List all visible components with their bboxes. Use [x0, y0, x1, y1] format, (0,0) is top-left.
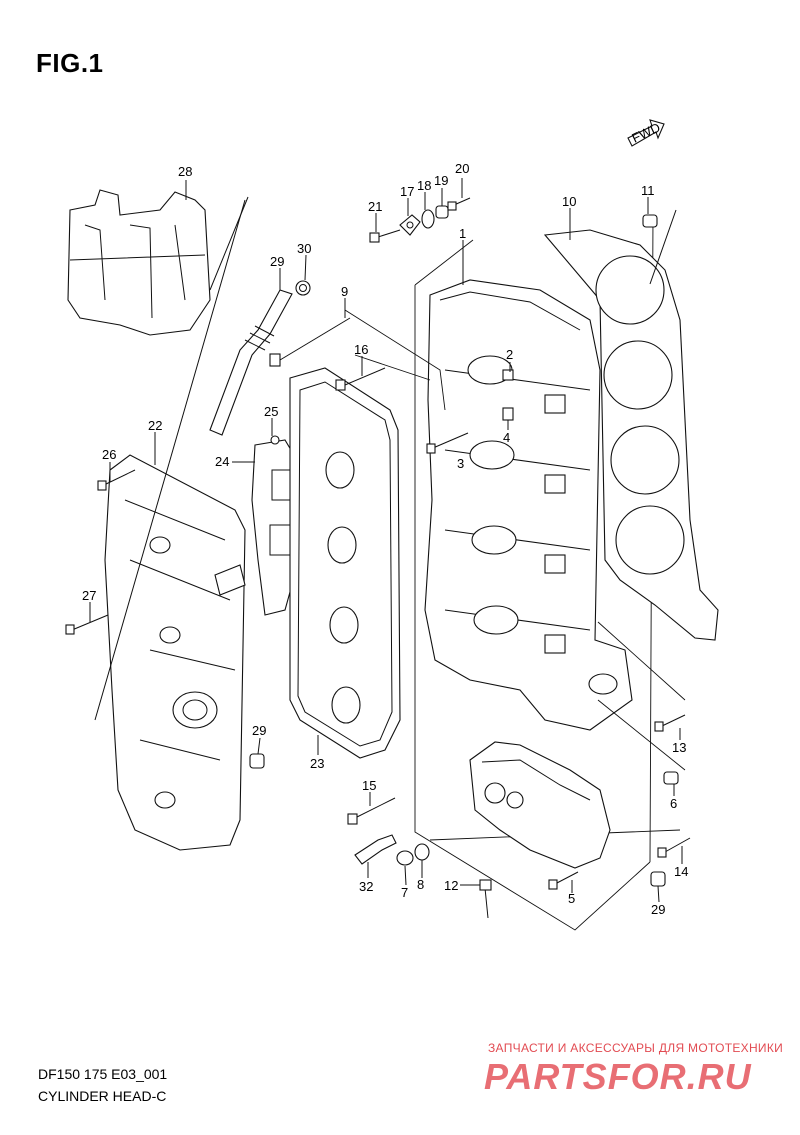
callout-10: 10	[562, 194, 576, 209]
breather-hose-part	[209, 289, 293, 436]
callout-11: 11	[641, 183, 655, 198]
bracket-17	[399, 214, 421, 236]
bolt-27	[65, 614, 109, 635]
ocv-housing-part	[469, 741, 611, 869]
pin-4	[502, 407, 514, 421]
bolt-3	[426, 432, 469, 454]
o-ring-18	[421, 209, 435, 229]
callout-22: 22	[148, 418, 162, 433]
plug-19	[435, 205, 449, 219]
dowel-pin-part	[642, 214, 658, 228]
bolt-2	[502, 369, 514, 381]
bolt-13	[654, 714, 686, 732]
callout-32: 32	[359, 879, 373, 894]
diagram-caption: CYLINDER HEAD-C	[38, 1088, 167, 1104]
fwd-label: FWD	[629, 120, 662, 146]
hose-clamp-part	[295, 280, 311, 296]
callout-30: 29	[270, 254, 284, 269]
bolt-9	[269, 317, 351, 367]
callout-15: 15	[362, 778, 376, 793]
callout-1: 1	[459, 226, 466, 241]
callout-16: 16	[354, 342, 368, 357]
callout-13: 13	[672, 740, 686, 755]
callout-9: 9	[341, 284, 348, 299]
callout-18: 18	[417, 178, 431, 193]
washer-7	[396, 850, 414, 866]
bolt-14	[657, 837, 691, 858]
callout-21: 21	[368, 199, 382, 214]
callout-26: 26	[102, 447, 116, 462]
callout-24: 24	[215, 454, 229, 469]
callout-4: 4	[503, 430, 510, 445]
watermark-logo: PARTSFOR.RU	[484, 1056, 752, 1097]
diagram-code: DF150 175 E03_001	[38, 1066, 168, 1082]
cylinder-head-part	[424, 279, 633, 731]
sensor-32	[354, 834, 397, 865]
fwd-arrow-icon: FWD	[627, 119, 665, 147]
callout-5: 5	[568, 891, 575, 906]
o-ring-8	[414, 843, 430, 861]
callout-28: 28	[178, 164, 192, 179]
callout-17: 17	[400, 184, 414, 199]
callout-25: 25	[264, 404, 278, 419]
callout-7: 7	[401, 885, 408, 900]
valve-cover-gasket-part	[289, 367, 401, 759]
callout-19: 19	[434, 173, 448, 188]
left-cover-part	[94, 199, 246, 851]
callout-12: 12	[444, 878, 458, 893]
plug-29-left	[249, 753, 265, 769]
callout-14: 14	[674, 864, 688, 879]
callout-8: 8	[417, 877, 424, 892]
leader-lines	[89, 178, 683, 903]
callout-labels: 28 30 29 9 16 21 17 18 19 20 1 10 11 2 4…	[82, 161, 688, 917]
bolt-26	[97, 469, 136, 491]
callout-3: 3	[457, 456, 464, 471]
bolt-12	[479, 879, 492, 919]
bolt-5	[548, 871, 579, 890]
callout-2: 2	[506, 347, 513, 362]
watermark-tagline: ЗАПЧАСТИ И АКСЕССУАРЫ ДЛЯ МОТОТЕХНИКИ	[488, 1041, 784, 1055]
callout-29-left: 29	[252, 723, 266, 738]
bolt-21	[369, 229, 401, 243]
bolt-15	[347, 797, 396, 825]
callout-23: 23	[310, 756, 324, 771]
callout-31: 30	[297, 241, 311, 256]
plug-29-right	[650, 871, 666, 887]
bolt-20	[447, 197, 471, 211]
callout-27: 27	[82, 588, 96, 603]
callout-6: 6	[670, 796, 677, 811]
dowel-6	[663, 771, 679, 785]
bolt-16	[335, 367, 386, 391]
callout-29-right: 29	[651, 902, 665, 917]
callout-20: 20	[455, 161, 469, 176]
top-cover-part	[67, 189, 249, 336]
head-gasket-part	[543, 209, 719, 641]
figure-title: FIG.1	[36, 48, 104, 78]
